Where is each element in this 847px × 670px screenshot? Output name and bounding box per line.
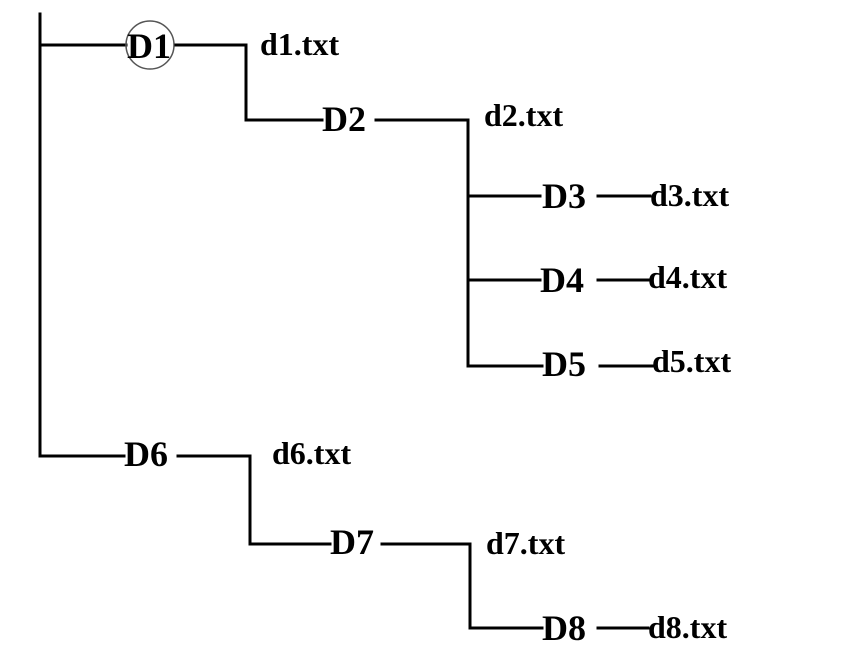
file-node-d2-txt: d2.txt: [484, 97, 563, 133]
dir-node-d2: D2: [322, 99, 366, 139]
dir-node-d6: D6: [124, 434, 168, 474]
dir-node-d5: D5: [542, 344, 586, 384]
dir-node-d3: D3: [542, 176, 586, 216]
dir-node-d7: D7: [330, 522, 374, 562]
dir-node-d1: D1: [127, 26, 171, 66]
dir-node-d4: D4: [540, 260, 584, 300]
file-node-d7-txt: d7.txt: [486, 525, 565, 561]
file-node-d1-txt: d1.txt: [260, 26, 339, 62]
file-node-d3-txt: d3.txt: [650, 177, 729, 213]
dir-node-d8: D8: [542, 608, 586, 648]
file-node-d4-txt: d4.txt: [648, 259, 727, 295]
file-node-d5-txt: d5.txt: [652, 343, 731, 379]
d1-highlight-circle: [125, 20, 175, 70]
file-node-d8-txt: d8.txt: [648, 609, 727, 645]
file-node-d6-txt: d6.txt: [272, 435, 351, 471]
